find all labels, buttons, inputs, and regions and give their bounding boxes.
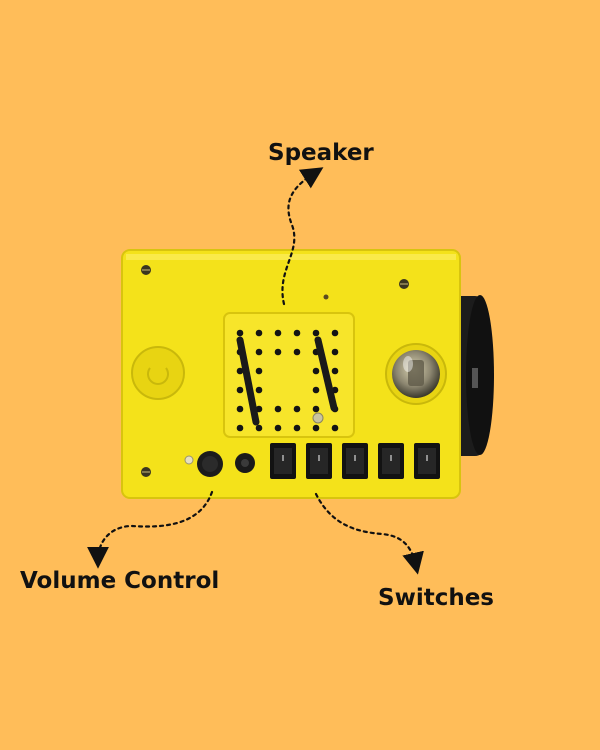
speaker-hole [255, 329, 263, 337]
rocker-switch-2[interactable] [306, 443, 332, 479]
speaker-hole [312, 405, 320, 413]
speaker-hole [255, 367, 263, 375]
speaker-hole [293, 405, 301, 413]
speaker-label: Speaker [268, 140, 374, 166]
volume-knob[interactable] [197, 451, 223, 477]
speaker-holes [236, 329, 339, 432]
speaker-hole [293, 329, 301, 337]
speaker-hole [312, 367, 320, 375]
rocker-switch-3[interactable] [342, 443, 368, 479]
speaker-hole [274, 348, 282, 356]
rocker-switch-1[interactable] [270, 443, 296, 479]
speaker-hole [331, 329, 339, 337]
power-button[interactable] [131, 346, 185, 400]
switches-label: Switches [378, 585, 494, 611]
switches-arrow [314, 492, 424, 575]
volume-control-label: Volume Control [20, 568, 220, 594]
speaker-hole [274, 329, 282, 337]
speaker-hole [236, 367, 244, 375]
speaker-hole [293, 348, 301, 356]
speaker-hole [331, 348, 339, 356]
speaker-hole [255, 386, 263, 394]
speaker-hole [312, 424, 320, 432]
speaker-hole [312, 329, 320, 337]
speaker-hole [255, 348, 263, 356]
speaker-hole [236, 424, 244, 432]
switch-row [270, 443, 440, 479]
rocker-switch-5[interactable] [414, 443, 440, 479]
speaker-hole [236, 386, 244, 394]
screw-top-left [141, 265, 151, 275]
speaker-clip-left [236, 336, 260, 426]
speaker-hole [274, 424, 282, 432]
screw-bottom-left [141, 467, 151, 477]
speaker-hole [255, 424, 263, 432]
speaker-arrow [281, 167, 324, 306]
volume-control-arrow [87, 490, 214, 569]
speaker-clip-right [314, 336, 338, 412]
vacuum-tube [385, 343, 447, 405]
speaker-hole [274, 405, 282, 413]
rocker-switch-4[interactable] [378, 443, 404, 479]
speaker-grille [223, 312, 355, 438]
speaker-hole [331, 424, 339, 432]
speaker-hole [331, 367, 339, 375]
small-hole [323, 294, 329, 300]
screw-top-right [399, 279, 409, 289]
speaker-hole [236, 329, 244, 337]
led-indicator [184, 455, 194, 465]
speaker-hole [236, 405, 244, 413]
speaker-hole [293, 424, 301, 432]
audio-jack[interactable] [235, 453, 255, 473]
speaker-screw [312, 412, 324, 424]
speaker-hole [312, 386, 320, 394]
